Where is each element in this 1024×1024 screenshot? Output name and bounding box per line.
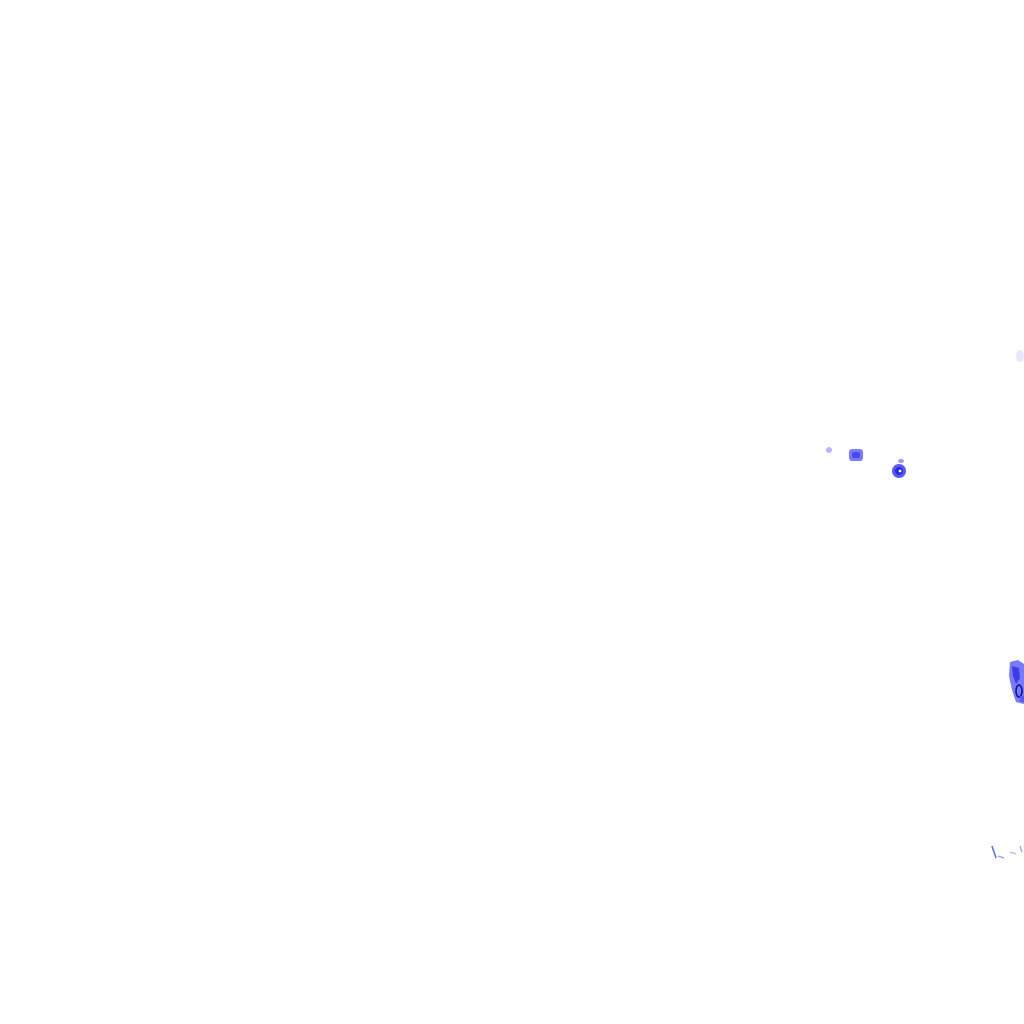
precip-streaks-south — [991, 845, 1023, 859]
precip-cell-strong — [892, 459, 906, 478]
precip-cell-central — [849, 449, 863, 461]
precip-cell-faint-east — [1016, 350, 1024, 362]
precip-cell-small-west — [826, 447, 832, 453]
precip-cell-edge-cluster — [1009, 660, 1024, 704]
